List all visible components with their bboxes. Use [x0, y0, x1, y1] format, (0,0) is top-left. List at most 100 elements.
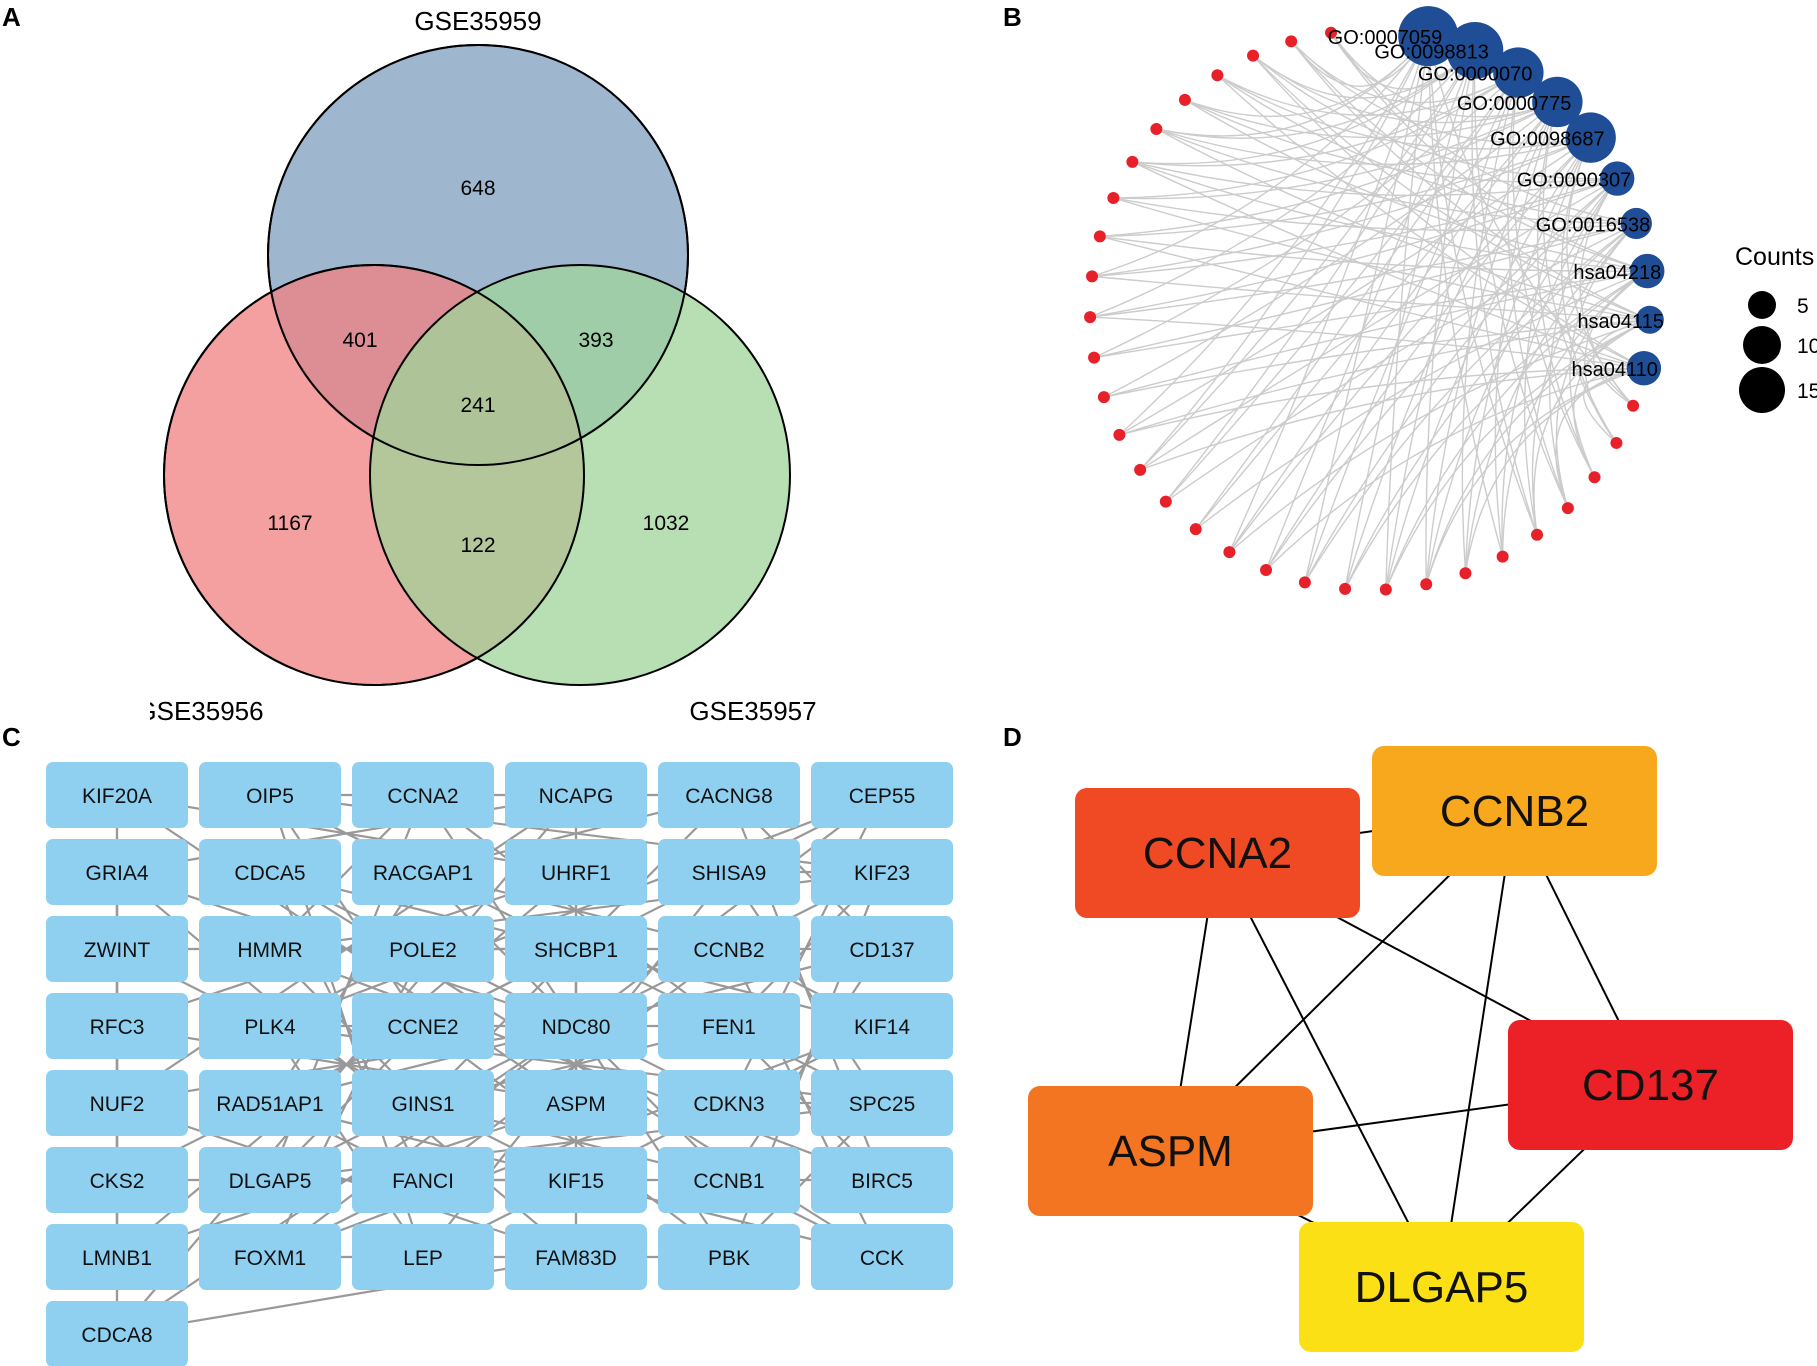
gene-node	[1627, 399, 1640, 412]
enrichment-edge	[1228, 319, 1651, 553]
gene-node-label: RAD51AP1	[216, 1093, 323, 1116]
gene-node-label: CCNE2	[387, 1016, 458, 1039]
legend-marker-10	[1743, 326, 1781, 364]
enrichment-edge	[1473, 50, 1569, 509]
gene-node: SHISA9	[658, 839, 800, 905]
gene-node-label: CDCA8	[81, 1324, 152, 1347]
enrichment-edge	[1156, 128, 1637, 225]
enrichment-edge	[1119, 367, 1644, 436]
venn-region-gse35956-gse35957: 122	[460, 534, 495, 557]
enrichment-edge	[1523, 137, 1592, 535]
enrichment-edge	[1344, 50, 1476, 590]
term-label: GO:0000070	[1418, 64, 1533, 86]
hub-node-box	[1299, 1222, 1584, 1352]
gene-node: CCNB1	[658, 1147, 800, 1213]
gene-node	[1097, 391, 1110, 404]
gene-node	[1459, 567, 1472, 580]
gene-node	[1339, 582, 1352, 595]
venn-region-gse35959-gse35956: 401	[342, 329, 377, 352]
gene-node-box	[46, 1147, 188, 1213]
gene-node: RAD51AP1	[199, 1070, 341, 1136]
hub-node-label: CD137	[1582, 1061, 1719, 1110]
enrichment-edge	[1195, 101, 1558, 530]
term-node	[1446, 21, 1504, 79]
panel-label-d: D	[1003, 722, 1022, 752]
enrichment-edge	[1425, 367, 1645, 585]
gene-node: ASPM	[505, 1070, 647, 1136]
enrichment-edge	[1132, 71, 1519, 167]
gene-node-box	[199, 916, 341, 982]
gene-node	[1531, 528, 1544, 541]
gene-node: SPC25	[811, 1070, 953, 1136]
enrichment-edge	[1091, 275, 1650, 321]
gene-node-label: KIF15	[548, 1170, 604, 1193]
venn-region-only-gse35957: 1032	[643, 512, 690, 535]
gene-node-label: PBK	[708, 1247, 750, 1270]
panel-label-b: B	[1003, 2, 1022, 32]
gene-node: FEN1	[658, 993, 800, 1059]
gene-node-label: POLE2	[389, 939, 457, 962]
gene-node-box	[658, 762, 800, 828]
enrichment-edge	[1252, 55, 1618, 180]
gene-node-box	[505, 993, 647, 1059]
gene-node	[1088, 351, 1101, 364]
venn-region-gse35959-gse35957: 393	[578, 329, 613, 352]
term-node	[1635, 305, 1664, 334]
gene-node-box	[505, 916, 647, 982]
gene-node: POLE2	[352, 916, 494, 982]
gene-node-label: LMNB1	[82, 1247, 152, 1270]
enrichment-edge	[1139, 367, 1644, 471]
gene-node-box	[811, 1224, 953, 1290]
ppi-edge	[116, 1255, 577, 1336]
enrichment-edge	[1216, 74, 1637, 225]
gene-node	[1610, 436, 1623, 449]
gene-node-label: CDKN3	[693, 1093, 764, 1116]
gene-node-label: NDC80	[542, 1016, 611, 1039]
term-label: hsa04110	[1571, 359, 1657, 381]
gene-node	[1379, 583, 1392, 596]
enrichment-edge	[1228, 137, 1592, 553]
gene-node-box	[352, 916, 494, 982]
term-node	[1532, 76, 1583, 128]
enrichment-edge	[1555, 270, 1648, 509]
gene-node-label: PLK4	[244, 1016, 296, 1039]
term-node	[1398, 6, 1459, 67]
enrichment-edge	[1464, 367, 1645, 574]
gene-node: CCK	[811, 1224, 953, 1290]
gene-node: CDKN3	[658, 1070, 800, 1136]
hub-node-box	[1372, 746, 1657, 876]
gene-node	[1107, 191, 1120, 204]
gene-node: CCNE2	[352, 993, 494, 1059]
gene-node-label: CCNB1	[693, 1170, 764, 1193]
gene-node-label: UHRF1	[541, 862, 611, 885]
gene-node-label: GINS1	[391, 1093, 454, 1116]
enrichment-edge	[1091, 35, 1429, 278]
enrichment-edge	[1090, 316, 1644, 369]
gene-node-box	[199, 993, 341, 1059]
venn-set-label-gse35956: GSE35956	[150, 696, 264, 726]
gene-node-box	[505, 1147, 647, 1213]
hub-edge	[1216, 852, 1443, 1288]
enrichment-edge	[1119, 137, 1592, 436]
enrichment-edge	[1290, 40, 1591, 144]
term-label: GO:0098687	[1490, 129, 1605, 151]
gene-node	[1420, 578, 1433, 591]
venn-diagram: GSE35959 GSE35956 GSE35957 648 401 393 2…	[150, 6, 817, 726]
gene-node-label: BIRC5	[851, 1170, 913, 1193]
gene-node-box	[658, 839, 800, 905]
gene-node-box	[352, 1224, 494, 1290]
enrichment-edge	[1093, 72, 1519, 359]
gene-node-label: OIP5	[246, 785, 294, 808]
hub-node-box	[1075, 788, 1360, 918]
hub-node-ccnb2: CCNB2	[1372, 746, 1657, 876]
gene-node: GRIA4	[46, 839, 188, 905]
ppi-edge	[116, 793, 577, 874]
gene-node-box	[658, 1070, 800, 1136]
enrichment-edge	[1252, 55, 1645, 369]
gene-node-box	[352, 1147, 494, 1213]
enrichment-edge	[1265, 367, 1645, 571]
gene-node-box	[658, 1224, 800, 1290]
gene-node-label: ZWINT	[84, 939, 151, 962]
gene-node	[1189, 523, 1202, 536]
